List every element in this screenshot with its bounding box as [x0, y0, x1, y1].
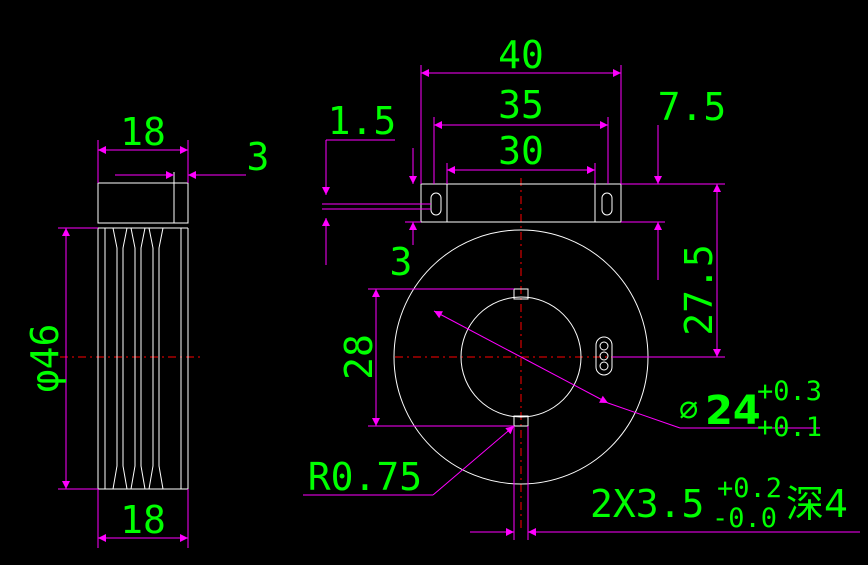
set-screw-slot	[595, 336, 613, 376]
set-screw-hole-1	[599, 341, 609, 351]
dim-height-27-5	[612, 183, 725, 358]
dim-side-bottom-width-text: 18	[120, 498, 166, 542]
dim-width-40	[420, 65, 622, 184]
dim-offset-7-5	[621, 125, 665, 280]
dim-keyway-width	[470, 426, 860, 540]
dim-side-top-width-text: 18	[120, 110, 166, 154]
dim-offset-7-5-text: 7.5	[658, 85, 727, 129]
dim-width-35-text: 35	[498, 83, 544, 127]
bore-upper-tolerance: +0.3	[757, 376, 822, 407]
side-view-pulley-body	[97, 227, 189, 490]
dim-side-offset-text: 3	[247, 135, 270, 179]
side-view: 18 3 φ46 18	[23, 110, 269, 548]
dim-radius	[303, 425, 515, 496]
dim-side-diameter	[58, 227, 98, 490]
dim-offset-3-text: 3	[390, 240, 413, 284]
mount-slot-left	[430, 192, 442, 216]
dim-width-30	[446, 163, 596, 184]
dim-height-28	[368, 288, 514, 427]
dim-height-28-text: 28	[337, 334, 381, 380]
keyway-top	[513, 288, 529, 300]
radius-text: R0.75	[308, 455, 422, 499]
dim-side-diameter-text: φ46	[23, 324, 67, 393]
dim-width-35	[433, 117, 609, 184]
dim-offset-3	[405, 148, 421, 245]
side-view-hub-block	[97, 182, 189, 224]
top-flange	[420, 183, 622, 223]
dim-offset-1-5	[322, 139, 431, 265]
slot-upper-tolerance: +0.2	[717, 473, 782, 504]
slot-prefix: 2X3.5	[590, 482, 704, 526]
set-screw-hole-2	[599, 351, 609, 361]
mount-slot-right	[601, 192, 613, 216]
dim-bore-diameter	[433, 310, 820, 429]
slot-suffix: 深4	[786, 482, 848, 526]
bore-lower-tolerance: +0.1	[757, 412, 822, 443]
bore-diameter-symbol: ⌀	[679, 390, 698, 428]
dim-height-27-5-text: 27.5	[677, 244, 721, 336]
dim-offset-1-5-text: 1.5	[328, 99, 397, 143]
slot-lower-tolerance: -0.0	[712, 503, 777, 534]
dim-width-40-text: 40	[498, 33, 544, 77]
dim-side-bottom-width	[97, 489, 189, 548]
set-screw-hole-3	[599, 361, 609, 371]
dim-width-30-text: 30	[498, 129, 544, 173]
keyway-bottom	[513, 415, 529, 427]
front-view: 40 35 30 1.5 3	[303, 33, 860, 540]
bore-diameter-value: 24	[705, 388, 761, 434]
